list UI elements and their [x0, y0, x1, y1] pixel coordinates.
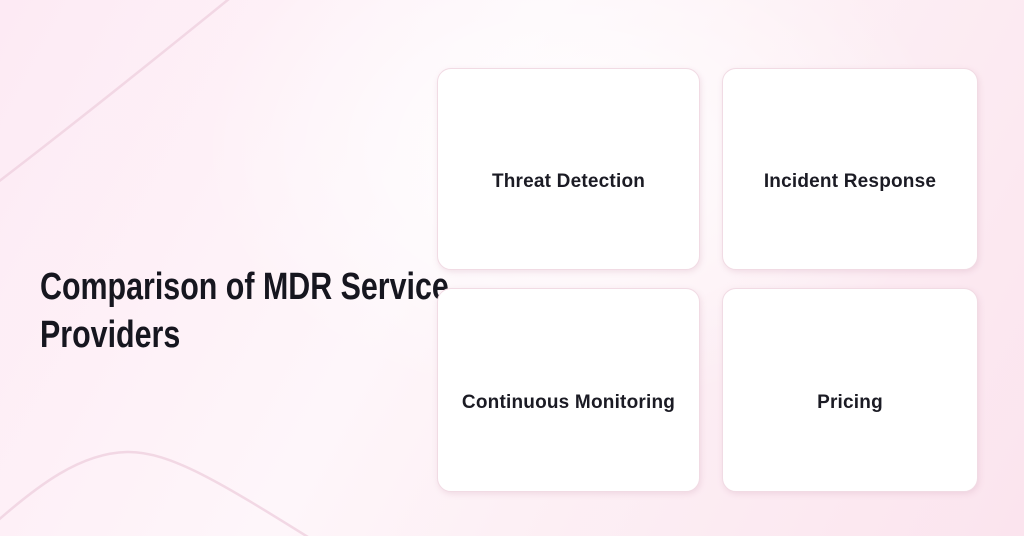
card-label: Threat Detection [491, 171, 646, 192]
page-title: Comparison of MDR Service Providers [40, 266, 449, 357]
top-left-diagonal-line [0, 0, 230, 183]
card-label: Pricing [817, 392, 883, 413]
bottom-left-curve-line [0, 450, 309, 536]
card-label: Incident Response [763, 171, 937, 192]
cards-grid: Threat Detection Incident Response Conti… [437, 68, 978, 492]
card-incident-response: Incident Response [722, 68, 978, 270]
card-label: Continuous Monitoring [461, 392, 676, 413]
card-threat-detection: Threat Detection [437, 68, 700, 270]
card-continuous-monitoring: Continuous Monitoring [437, 288, 700, 492]
card-pricing: Pricing [722, 288, 978, 492]
